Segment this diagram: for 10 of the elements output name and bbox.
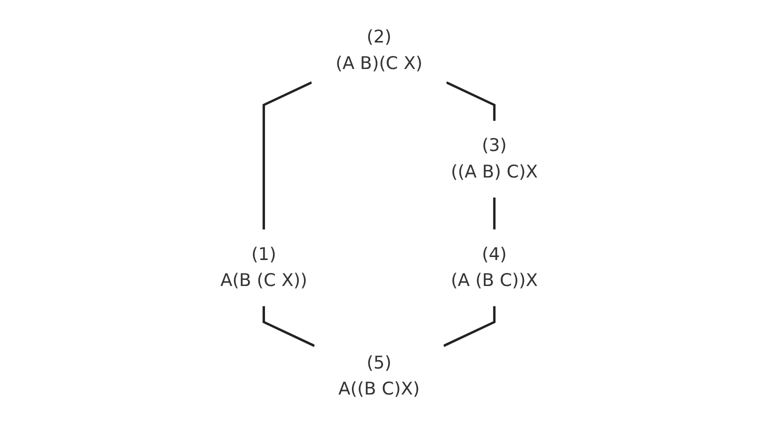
connector [262, 306, 315, 347]
connector [493, 198, 496, 230]
connector [262, 81, 312, 230]
connector [443, 306, 496, 347]
node-text: (2) (A B)(C X) [336, 28, 422, 74]
connector [446, 81, 496, 121]
node-text: (1) A(B (C X)) [220, 244, 308, 291]
node-text: (3) ((A B) C)X [450, 136, 538, 182]
node-text: (4) (A (B C))X [450, 244, 538, 291]
node-text: (5) A((B C)X) [338, 353, 420, 400]
